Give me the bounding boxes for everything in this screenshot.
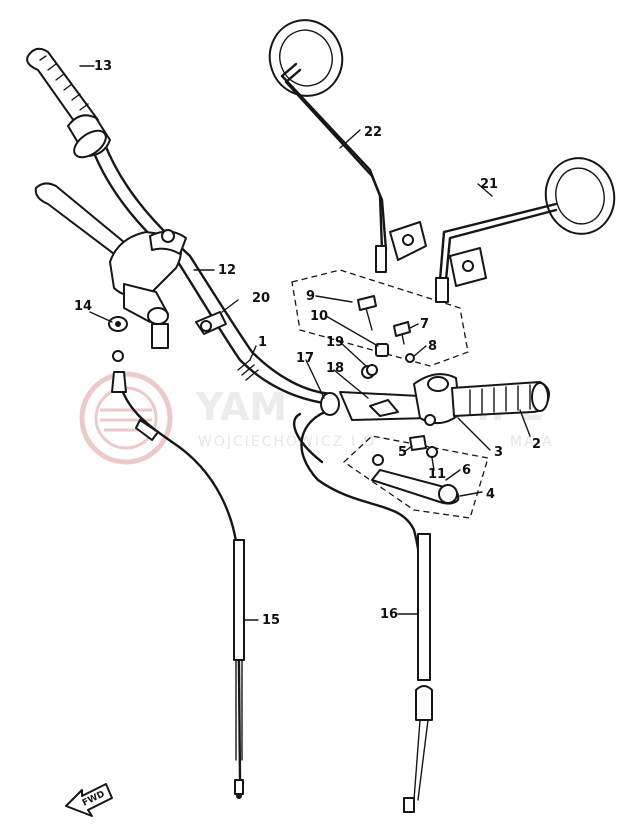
forward-arrow-icon: FWD — [65, 783, 113, 817]
part-label-8: 8 — [428, 339, 437, 354]
bolt-9 — [357, 295, 377, 331]
part-label-5: 5 — [398, 445, 407, 460]
part-label-14: 14 — [74, 299, 92, 314]
part-label-2: 2 — [532, 437, 541, 452]
part-label-7: 7 — [420, 317, 429, 332]
collar-10 — [375, 343, 389, 357]
screw-7 — [393, 321, 411, 345]
part-label-11: 11 — [428, 467, 446, 482]
spring-6 — [372, 454, 384, 466]
part-label-17: 17 — [296, 351, 314, 366]
watermark-brand: YAM — [195, 385, 287, 429]
clutch-cable-15 — [111, 371, 245, 799]
clutch-lever-assembly — [34, 182, 187, 349]
right-mirror-21 — [435, 157, 616, 303]
clamp-20 — [195, 311, 227, 335]
part-label-4: 4 — [486, 487, 495, 502]
left-mirror-22 — [268, 19, 427, 273]
part-label-15: 15 — [262, 613, 280, 628]
part-label-22: 22 — [364, 125, 382, 140]
brake-lever-4 — [371, 469, 460, 505]
part-label-10: 10 — [310, 309, 328, 324]
leader-lines — [79, 65, 531, 621]
part-label-3: 3 — [494, 445, 503, 460]
watermark-line-tail: MA A — [510, 434, 554, 450]
spring-19 — [366, 364, 378, 376]
throttle-cable-16 — [292, 408, 433, 813]
right-grip-2 — [451, 381, 550, 417]
cable-adjuster-14 — [108, 316, 128, 362]
nut-11 — [426, 446, 438, 458]
part-label-6: 6 — [462, 463, 471, 478]
part-label-13: 13 — [94, 59, 112, 74]
part-label-19: 19 — [326, 335, 344, 350]
throttle-housing — [320, 365, 431, 421]
washer-8 — [405, 353, 415, 363]
part-label-12: 12 — [218, 263, 236, 278]
lever-bolt-5 — [409, 435, 427, 451]
part-label-16: 16 — [380, 607, 398, 622]
part-label-18: 18 — [326, 361, 344, 376]
part-label-1: 1 — [258, 335, 267, 350]
part-labels: 13 22 21 12 20 14 1 9 10 7 8 19 17 18 2 … — [74, 59, 541, 628]
left-grip-part — [26, 47, 111, 159]
assembly-box-lower — [342, 435, 489, 519]
part-label-21: 21 — [480, 177, 498, 192]
handlebar-part — [90, 140, 334, 406]
right-switch-housing-3 — [413, 373, 461, 426]
watermark-line: WOJCIECHOWICZ I D — [198, 434, 376, 450]
assembly-box-upper — [291, 269, 469, 367]
part-label-9: 9 — [306, 289, 315, 304]
part-label-20: 20 — [252, 291, 270, 306]
